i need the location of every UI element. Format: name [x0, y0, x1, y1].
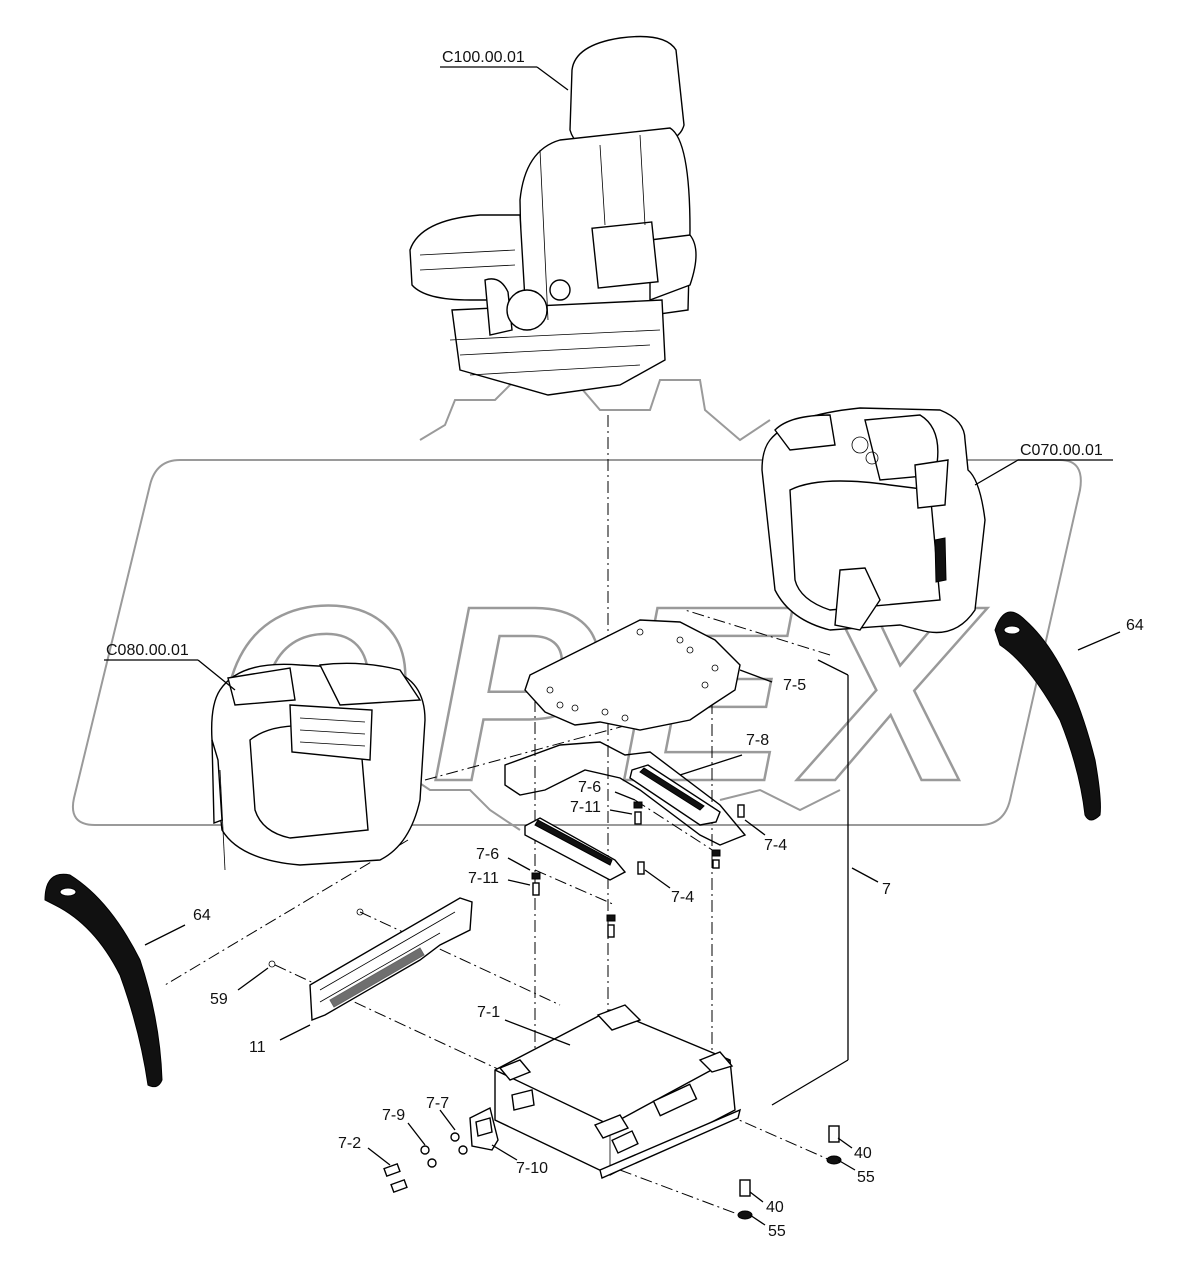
- right-console: [761, 407, 986, 634]
- label-7-11-lower: 7-11: [468, 870, 499, 887]
- leader-lines: [104, 66, 1121, 1226]
- armrest-rail: [309, 897, 473, 1021]
- label-7-6-upper: 7-6: [578, 779, 601, 796]
- label-7-7: 7-7: [426, 1095, 449, 1112]
- fasteners: [268, 801, 745, 968]
- callout-labels: C100.00.01 C070.00.01 C080.00.01 64 64 7…: [106, 49, 1144, 1240]
- handle-right: [994, 611, 1101, 821]
- label-7-6-lower: 7-6: [476, 846, 499, 863]
- bracket-hardware: [383, 1106, 842, 1220]
- operator-seat: [409, 35, 697, 396]
- label-7-9: 7-9: [382, 1107, 405, 1124]
- handle-left: [44, 873, 163, 1088]
- label-c100: C100.00.01: [442, 49, 525, 66]
- center-lines: [164, 415, 831, 1216]
- label-55-upper: 55: [857, 1169, 875, 1186]
- label-7-5: 7-5: [783, 677, 806, 694]
- label-7-10: 7-10: [516, 1160, 548, 1177]
- label-7-1: 7-1: [477, 1004, 500, 1021]
- label-7-8: 7-8: [746, 732, 769, 749]
- label-55-lower: 55: [768, 1223, 786, 1240]
- label-64-left: 64: [193, 907, 211, 924]
- left-console: [210, 662, 426, 871]
- label-7-11-upper: 7-11: [570, 799, 601, 816]
- label-7-4-lower: 7-4: [671, 889, 694, 906]
- mounting-plate: [524, 619, 741, 731]
- label-59: 59: [210, 991, 228, 1008]
- label-c070: C070.00.01: [1020, 442, 1103, 459]
- label-c080: C080.00.01: [106, 642, 189, 659]
- label-11: 11: [249, 1039, 266, 1056]
- label-64-right: 64: [1126, 617, 1144, 634]
- label-7-2: 7-2: [338, 1135, 361, 1152]
- label-40-lower: 40: [766, 1199, 784, 1216]
- slide-rails: [504, 741, 747, 881]
- label-7-4-upper: 7-4: [764, 837, 787, 854]
- base-box: [494, 1004, 742, 1179]
- label-7: 7: [882, 881, 891, 898]
- label-40-upper: 40: [854, 1145, 872, 1162]
